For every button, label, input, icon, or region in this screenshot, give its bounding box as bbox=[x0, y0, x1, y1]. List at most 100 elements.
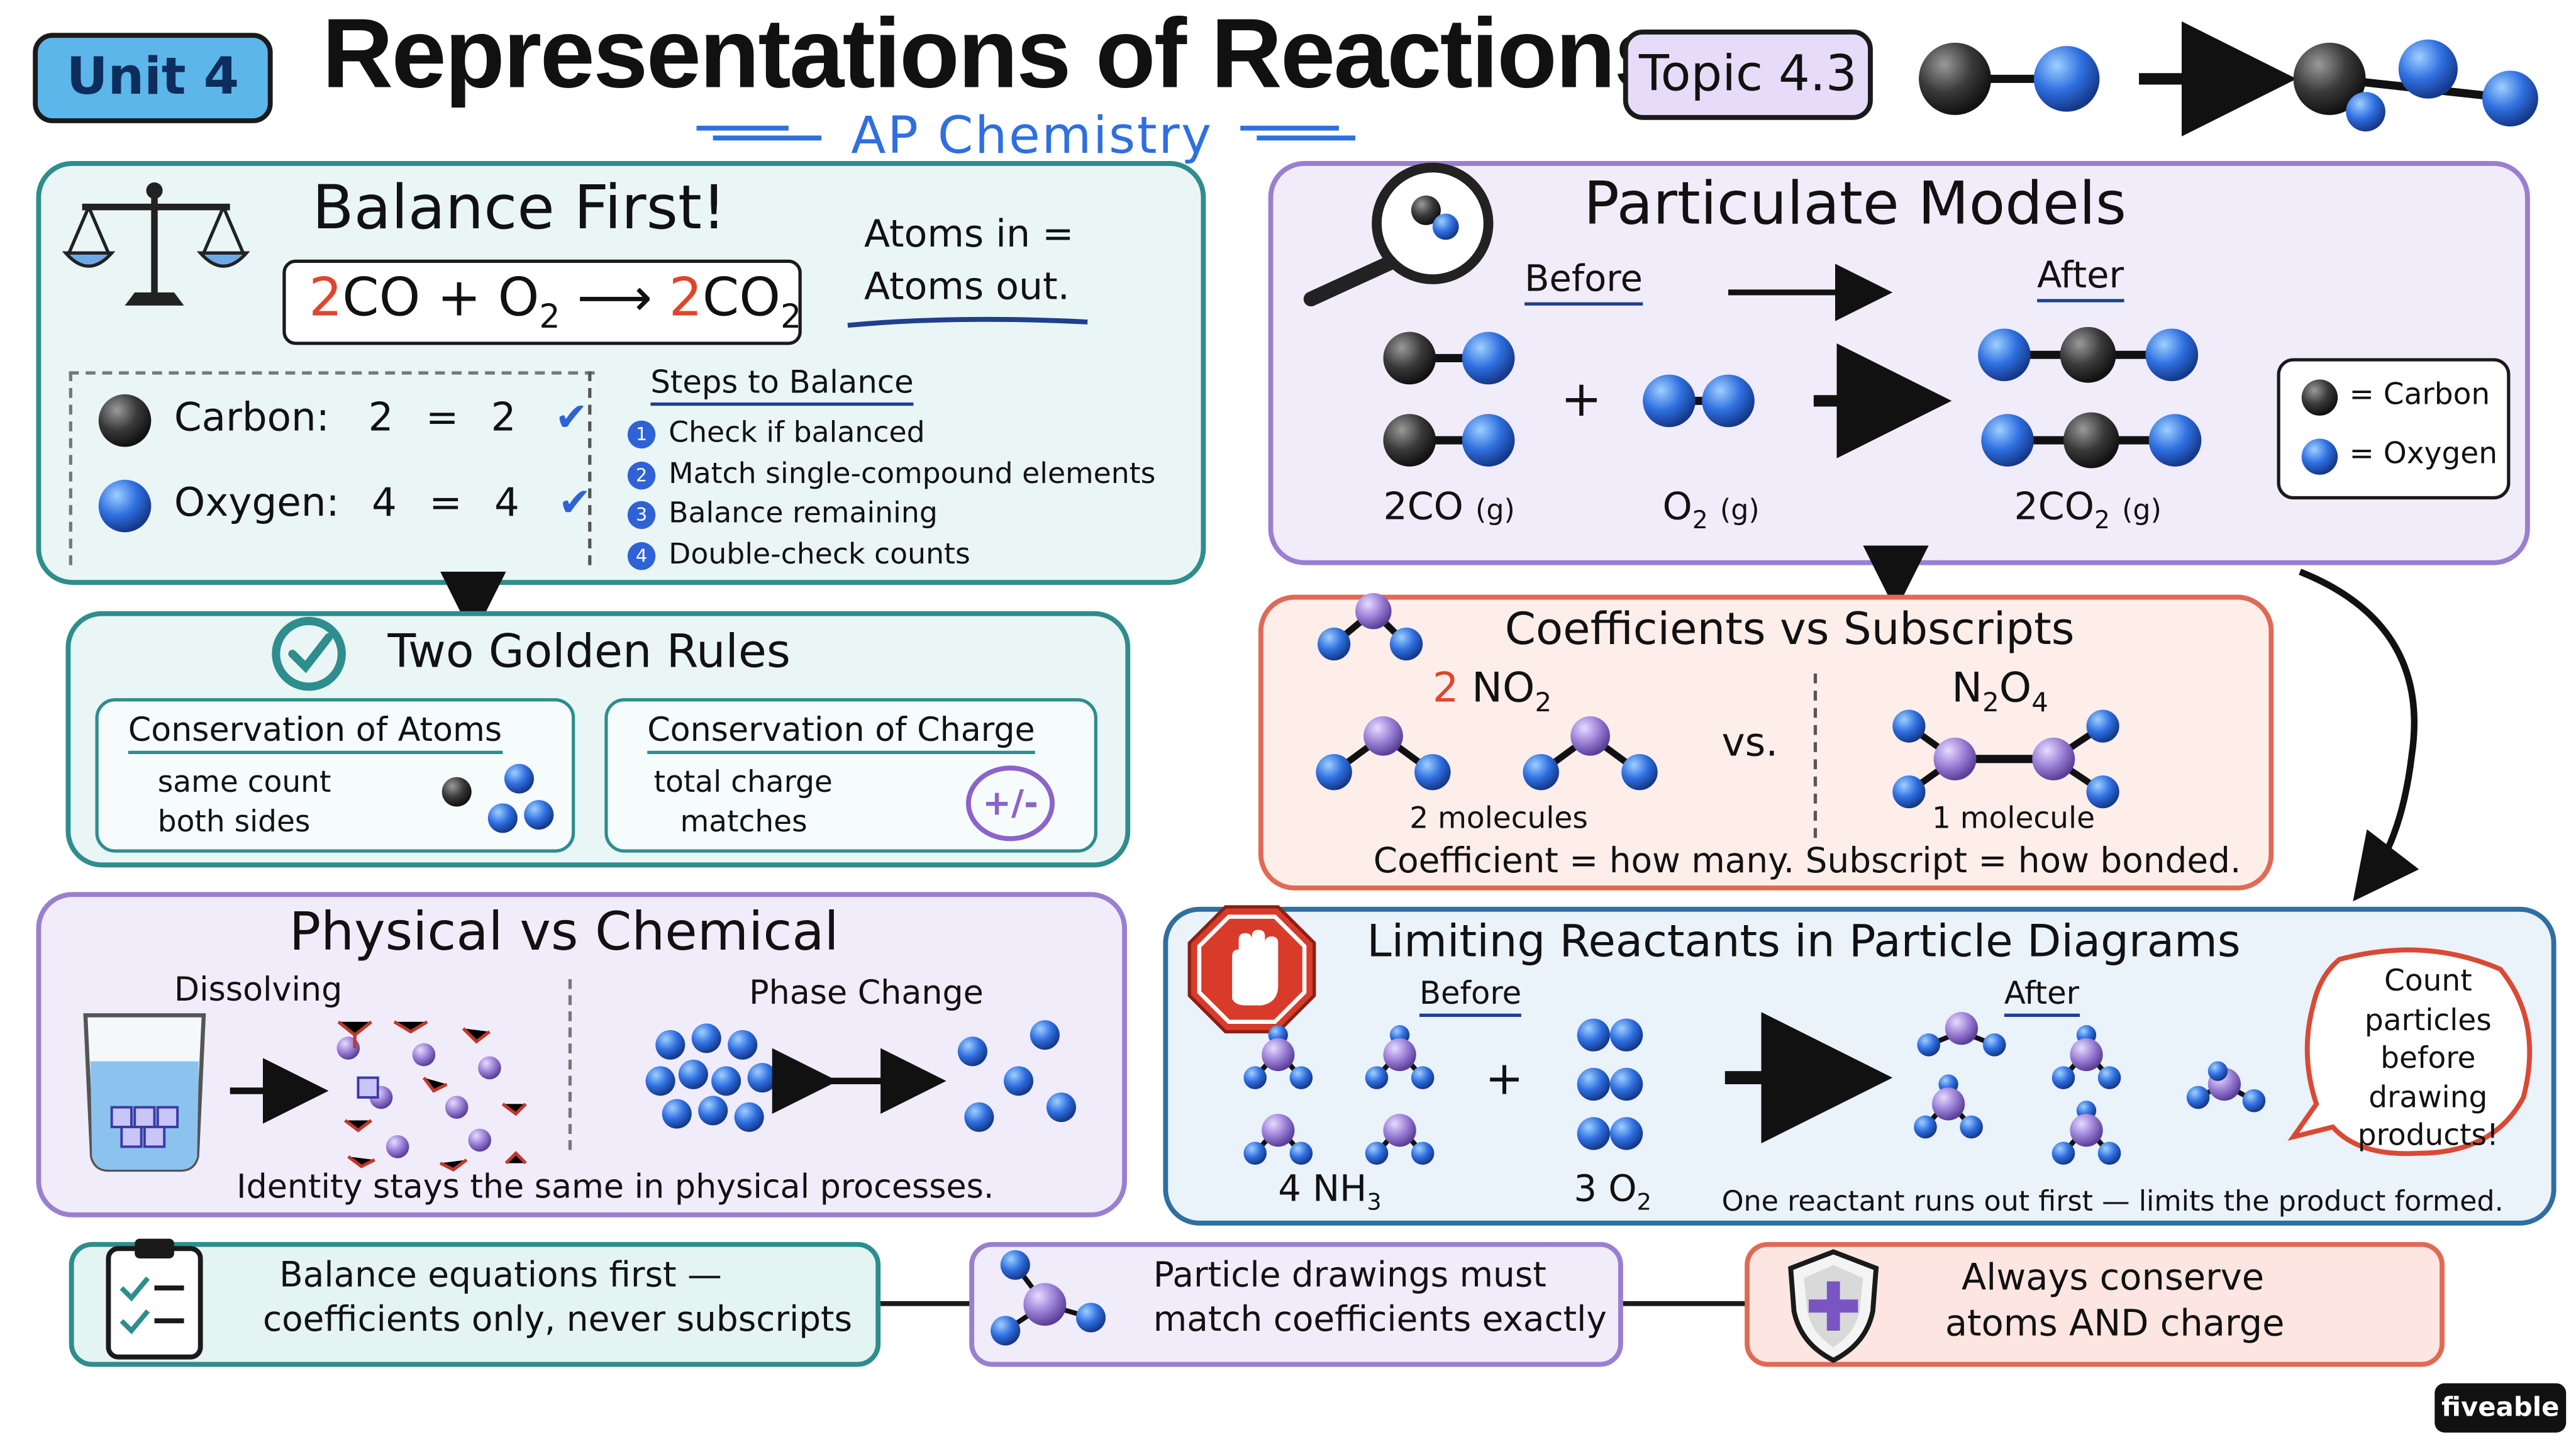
two-no2-molecules bbox=[1316, 716, 1658, 791]
bubble-line: Count bbox=[2384, 964, 2472, 999]
tip1-line1: Balance equations first — bbox=[279, 1255, 722, 1295]
tip2-line2: match coefficients exactly bbox=[1153, 1299, 1607, 1339]
step-number: 4 bbox=[627, 541, 656, 570]
arrow-icon: ⟶ bbox=[577, 266, 653, 329]
coefficient-2b: 2 bbox=[669, 266, 702, 329]
before-label: Before bbox=[1524, 259, 1643, 306]
check-icon: ✔ bbox=[558, 479, 592, 526]
after-text: After bbox=[2037, 256, 2124, 303]
tip3-line2: atoms AND charge bbox=[1945, 1304, 2285, 1346]
coefficients-footer: Coefficient = how many. Subscript = how … bbox=[1373, 841, 2241, 881]
subscript-o: 4 bbox=[2031, 686, 2048, 718]
formula-n: N bbox=[1951, 663, 1983, 712]
bubble-text: Count particles before drawing products! bbox=[2349, 963, 2507, 1156]
label-state: (g) bbox=[2122, 494, 2162, 528]
bubble-line: products! bbox=[2357, 1118, 2499, 1153]
coefficients-panel bbox=[1258, 594, 2274, 891]
speech-bubble bbox=[2287, 947, 2533, 1157]
nh3-coef: 4 NH bbox=[1278, 1169, 1367, 1211]
carbon-atom bbox=[1919, 42, 1991, 115]
step-text: Balance remaining bbox=[669, 497, 938, 531]
label-sub: 2 bbox=[1692, 505, 1708, 535]
subscript: 2 bbox=[1535, 686, 1552, 718]
limiting-plus: + bbox=[1485, 1051, 1524, 1106]
limiting-after: After bbox=[2004, 975, 2080, 1017]
formula-o: O bbox=[1999, 663, 2032, 712]
physical-footer: Identity stays the same in physical proc… bbox=[236, 1166, 994, 1206]
label-o2: O2 (g) bbox=[1663, 486, 1760, 535]
oxygen-equals: = bbox=[429, 479, 462, 526]
before-after-arrow-icon bbox=[1728, 264, 1893, 321]
n2o4-molecule bbox=[1892, 709, 2119, 809]
oxygen-left: 4 bbox=[371, 479, 397, 526]
before-text: Before bbox=[1524, 259, 1643, 306]
o2-label: 3 O2 bbox=[1574, 1170, 1651, 1216]
tip-card-2 bbox=[969, 1241, 1623, 1367]
step-item: 1 Check if balanced bbox=[627, 414, 1156, 454]
carbon-atom bbox=[2301, 379, 2338, 416]
nh3-molecules bbox=[1243, 1025, 1435, 1165]
o2-coef: 3 O bbox=[1574, 1169, 1637, 1211]
oxygen-atom bbox=[98, 479, 152, 533]
checkmark-circle-icon bbox=[272, 616, 346, 691]
oxygen-atom bbox=[2033, 46, 2100, 112]
subtitle: AP Chemistry bbox=[851, 106, 1213, 166]
arrow-down-icon bbox=[1863, 545, 1929, 611]
step-text: Check if balanced bbox=[669, 417, 925, 450]
label-state: (g) bbox=[1719, 494, 1760, 528]
oxygen-atom bbox=[2301, 438, 2338, 475]
after-text: After bbox=[2004, 975, 2080, 1017]
bubble-line: particles bbox=[2364, 1002, 2492, 1038]
golden-rules-heading: Two Golden Rules bbox=[387, 624, 791, 679]
atoms-line2: both sides bbox=[157, 804, 311, 840]
atoms-note-line1: Atoms in = bbox=[864, 213, 1074, 257]
particulate-heading: Particulate Models bbox=[1584, 170, 2126, 238]
carbon-atom bbox=[98, 394, 152, 447]
charge-line2: matches bbox=[680, 804, 808, 840]
limiting-heading: Limiting Reactants in Particle Diagrams bbox=[1367, 916, 2241, 968]
steps-heading-text: Steps to Balance bbox=[650, 364, 914, 406]
clipboard-checklist-icon bbox=[106, 1238, 203, 1360]
vs-label: vs. bbox=[1721, 719, 1779, 766]
physical-heading: Physical vs Chemical bbox=[289, 900, 839, 963]
tip2-line1: Particle drawings must bbox=[1153, 1255, 1546, 1295]
carbon-label: Carbon: bbox=[174, 394, 330, 441]
phase-change-illustration bbox=[645, 1020, 1076, 1132]
before-text: Before bbox=[1419, 975, 1522, 1017]
coeff-divider bbox=[1813, 674, 1818, 838]
label-state: (g) bbox=[1475, 494, 1515, 528]
magnifier-icon bbox=[1303, 162, 1494, 307]
oxygen-right: 4 bbox=[494, 479, 519, 526]
step-number: 1 bbox=[627, 420, 656, 449]
stop-hand-icon bbox=[1187, 905, 1316, 1034]
steps-heading: Steps to Balance bbox=[650, 364, 914, 406]
oxygen-count-row: Oxygen: 4 = 4 ✔ bbox=[174, 480, 591, 526]
atom-cluster-icon bbox=[441, 763, 554, 833]
shield-plus-icon bbox=[1788, 1249, 1879, 1363]
product-co: CO bbox=[702, 266, 780, 329]
label-2co2: 2CO2 (g) bbox=[2014, 486, 2162, 535]
limiting-reaction bbox=[1243, 1012, 2266, 1165]
phase-change-label: Phase Change bbox=[749, 972, 984, 1013]
legend-oxygen: = Oxygen bbox=[2349, 436, 2498, 472]
brand-badge: fiveable bbox=[2434, 1383, 2567, 1433]
tip3-line1: Always conserve bbox=[1961, 1258, 2265, 1300]
reactant-o: O bbox=[497, 266, 540, 329]
bubble-line: drawing bbox=[2368, 1080, 2488, 1115]
nh3-sub: 3 bbox=[1367, 1190, 1382, 1217]
coefficient-2: 2 bbox=[1432, 663, 1459, 712]
divider-dashed bbox=[588, 371, 592, 565]
subscript-n: 2 bbox=[1982, 686, 1999, 718]
dissolving-illustration bbox=[83, 1013, 527, 1172]
balanced-equation: 2CO + O2 ⟶ 2CO2 bbox=[309, 266, 801, 336]
equation-box bbox=[282, 259, 802, 345]
coefficient-2: 2 bbox=[309, 266, 343, 329]
charge-title-text: Conservation of Charge bbox=[647, 709, 1035, 754]
count-atom-icons bbox=[98, 394, 152, 533]
plus-minus-icon: +/- bbox=[965, 765, 1055, 841]
arrow-down-icon bbox=[440, 572, 506, 638]
formula-no: NO bbox=[1472, 663, 1535, 712]
oxygen-label: Oxygen: bbox=[174, 479, 340, 526]
